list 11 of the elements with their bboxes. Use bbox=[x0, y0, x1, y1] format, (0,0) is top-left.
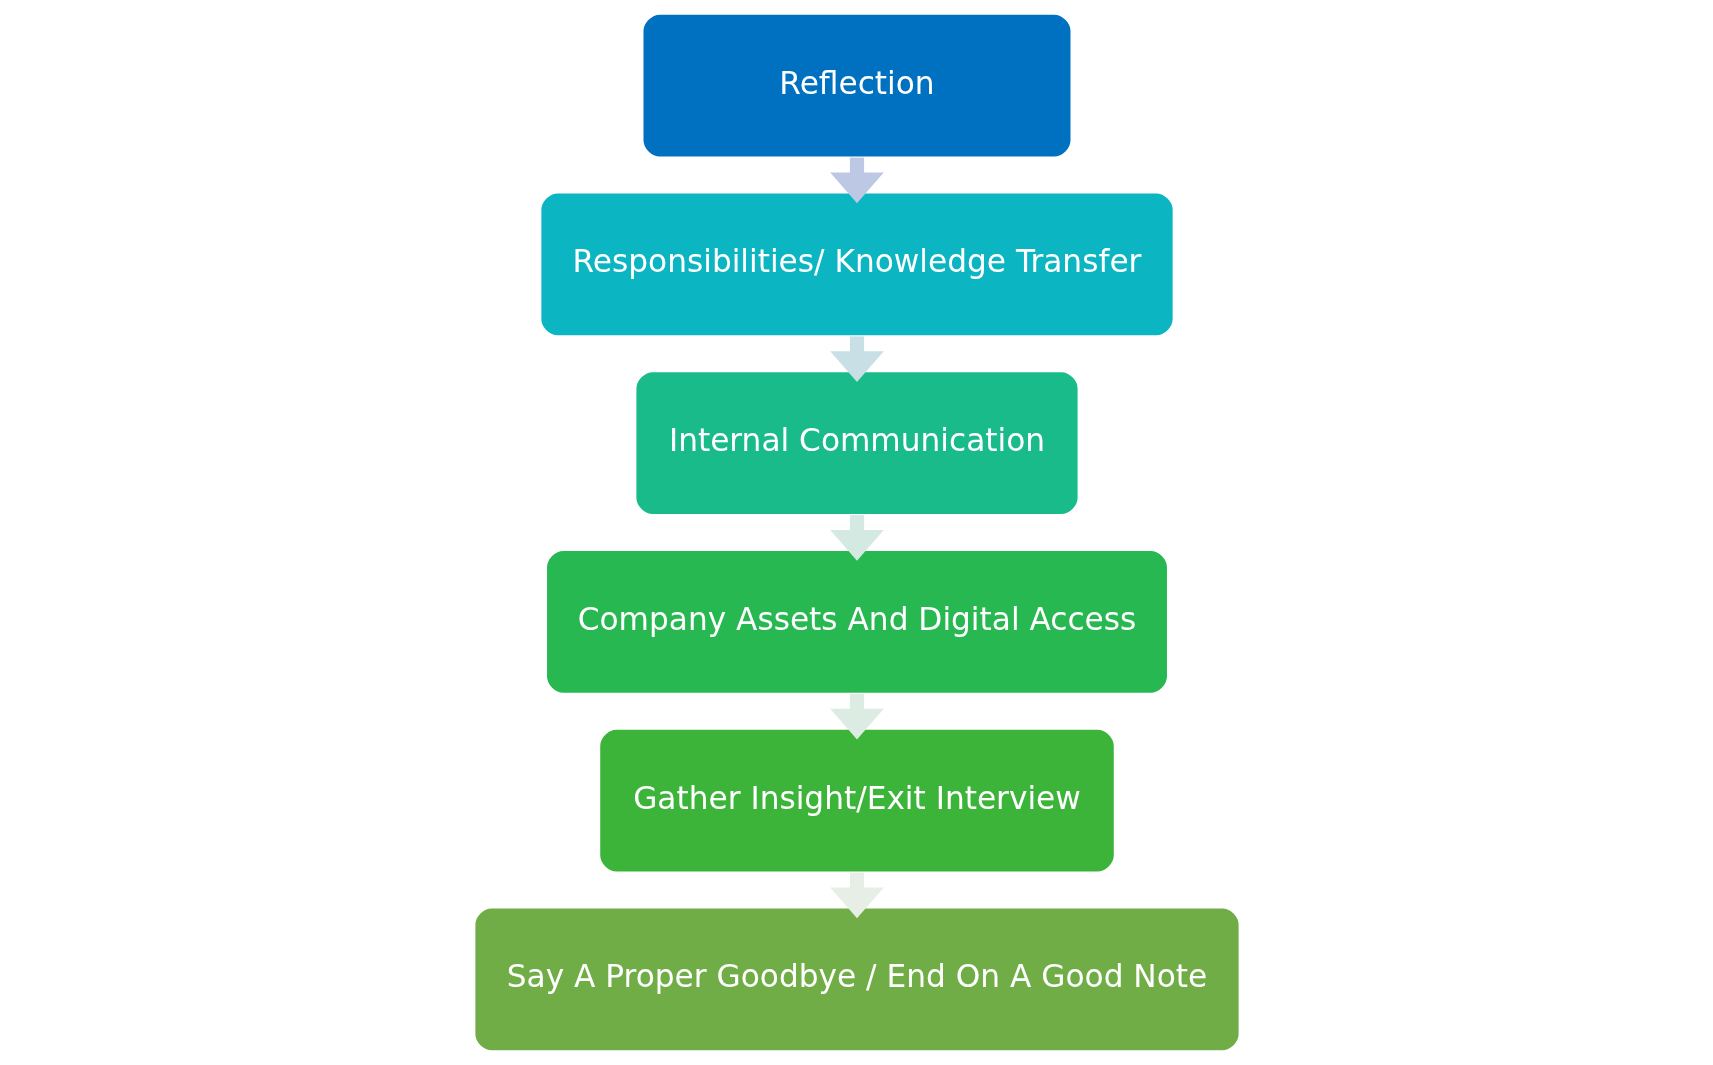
node-box: Gather Insight/Exit Interview bbox=[598, 728, 1115, 873]
arrow bbox=[829, 336, 884, 382]
node-box: Responsibilities/ Knowledge Transfer bbox=[539, 192, 1174, 337]
node-box: Internal Communication bbox=[634, 370, 1079, 516]
arrow bbox=[829, 693, 884, 740]
arrow bbox=[829, 157, 884, 204]
arrow bbox=[829, 872, 884, 919]
node-box: Company Assets And Digital Access bbox=[545, 549, 1168, 695]
node-box: Say A Proper Goodbye / End On A Good Note bbox=[473, 907, 1240, 1052]
arrow bbox=[829, 515, 884, 561]
node-box: Reflection bbox=[641, 13, 1072, 158]
